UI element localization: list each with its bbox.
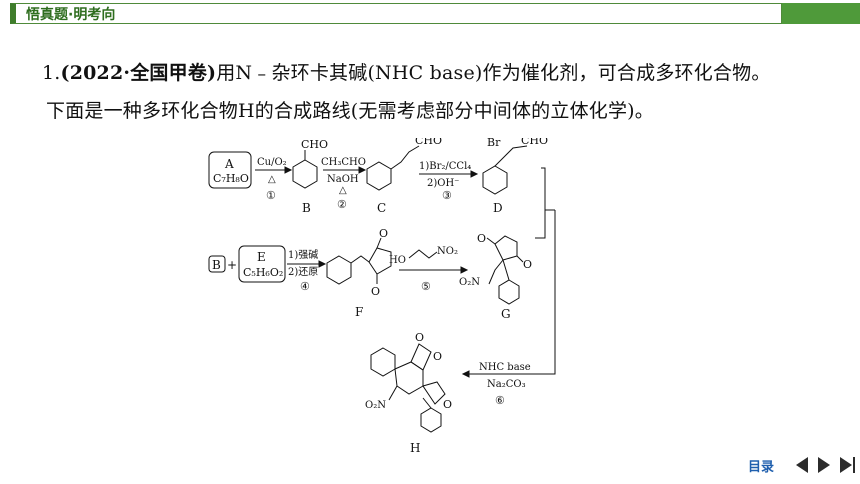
f-o1: O <box>379 227 388 240</box>
chain-d <box>494 145 528 167</box>
toc-link[interactable]: 目录 <box>748 459 775 475</box>
label-g: G <box>501 307 511 321</box>
d-br: Br <box>487 138 501 149</box>
step6-cond: Na₂CO₃ <box>487 379 526 390</box>
question-text-1: 用N﹣杂环卡其碱(NHC base)作为催化剂，可合成多环化合物。 <box>216 62 771 84</box>
arrowhead-6 <box>461 370 470 378</box>
h-o2: O <box>433 350 442 363</box>
ring-h-lactone <box>410 343 432 371</box>
step6-num: ⑥ <box>495 394 505 407</box>
label-c: C <box>377 201 386 215</box>
compound-e-box <box>238 245 286 283</box>
ring-h-phenyl-top <box>370 347 396 377</box>
g-o1: O <box>477 232 486 245</box>
ring-f-cyclopentane <box>368 247 392 275</box>
g-no2: O₂N <box>459 277 480 288</box>
step3-cond: 2)OH⁻ <box>427 178 459 189</box>
step5-chain <box>408 249 438 259</box>
label-b2: B <box>212 258 221 272</box>
label-b: B <box>302 201 311 215</box>
next-slide-icon[interactable] <box>818 457 831 473</box>
label-e: E <box>257 250 266 264</box>
plus-sign: + <box>227 258 237 272</box>
compound-a-box <box>208 151 252 189</box>
chain-c <box>390 145 420 170</box>
question-line-2: 下面是一种多环化合物H的合成路线(无需考虑部分中间体的立体化学)。 <box>46 100 654 122</box>
section-header: 悟真题·明考向 <box>0 0 860 27</box>
label-h: H <box>410 441 420 455</box>
compound-b-box <box>208 255 226 273</box>
header-bar <box>10 3 782 24</box>
header-accent-block <box>782 3 860 24</box>
arrowhead-2 <box>358 166 367 174</box>
section-title: 悟真题·明考向 <box>26 7 116 23</box>
g-co1 <box>486 237 496 245</box>
question-source: (2022·全国甲卷) <box>60 62 217 84</box>
ring-c <box>366 161 392 191</box>
arrowhead-1 <box>284 166 293 174</box>
h-o1: O <box>415 331 424 344</box>
step1-reagent: Cu/O₂ <box>257 157 287 168</box>
step1-num: ① <box>266 189 276 202</box>
h-bond-no2 <box>388 385 398 401</box>
question-number: 1. <box>42 62 61 84</box>
step5-num: ⑤ <box>421 280 431 293</box>
g-chain <box>488 259 504 285</box>
f-o2: O <box>371 285 380 298</box>
ring-b <box>292 159 318 189</box>
last-slide-icon[interactable] <box>840 457 856 473</box>
c-cho: CHO <box>415 138 442 147</box>
ring-g-phenyl <box>498 279 520 305</box>
ring-f-phenyl <box>326 255 352 285</box>
arrowhead-3 <box>470 170 479 178</box>
step5-ho: HO <box>389 255 406 266</box>
formula-a: C₇H₈O <box>213 172 249 185</box>
step2-num: ② <box>337 198 347 211</box>
step2-reagent: CH₃CHO <box>321 157 366 168</box>
slide-navigation: 目录 <box>748 454 856 476</box>
step4-cond: 2)还原 <box>288 266 318 278</box>
ring-d <box>482 165 508 195</box>
arrowhead-4 <box>318 260 327 268</box>
ring-h-phenyl-bottom <box>420 407 442 433</box>
f-co1 <box>376 237 382 249</box>
label-f: F <box>355 305 363 319</box>
g-o2: O <box>523 258 532 271</box>
chain-f <box>350 255 370 264</box>
connector-d <box>535 167 546 239</box>
h-bond-phenyl <box>422 397 432 409</box>
b-cho: CHO <box>301 138 328 151</box>
g-co2 <box>516 255 524 263</box>
step3-num: ③ <box>442 189 452 202</box>
ring-g-cyclopentane <box>494 235 518 261</box>
step2-cond1: NaOH <box>327 174 359 185</box>
synthesis-scheme: A C₇H₈O Cu/O₂ △ ① CHO B CH₃CHO NaOH △ ② … <box>208 138 556 455</box>
g-bond-phenyl <box>502 259 510 281</box>
d-cho: CHO <box>521 138 548 147</box>
formula-e: C₅H₆O₂ <box>243 266 283 279</box>
step5-no2: NO₂ <box>437 246 458 257</box>
question-line-1: 1.(2022·全国甲卷)用N﹣杂环卡其碱(NHC base)作为催化剂，可合成… <box>42 58 771 85</box>
connector-to-h <box>463 210 556 375</box>
step4-num: ④ <box>300 280 310 293</box>
step2-cond2: △ <box>339 185 347 196</box>
step1-cond: △ <box>268 174 276 185</box>
prev-slide-icon[interactable] <box>796 457 809 473</box>
h-o3: O <box>443 398 452 411</box>
step3-reagent: 1)Br₂/CCl₄ <box>419 161 471 172</box>
label-a: A <box>224 157 234 171</box>
h-no2: O₂N <box>365 400 386 411</box>
step4-reagent: 1)强碱 <box>288 249 318 261</box>
step6-reagent: NHC base <box>479 362 531 373</box>
arrowhead-5 <box>460 266 469 274</box>
label-d: D <box>493 201 503 215</box>
ring-h-cyclopentanone <box>422 381 446 405</box>
